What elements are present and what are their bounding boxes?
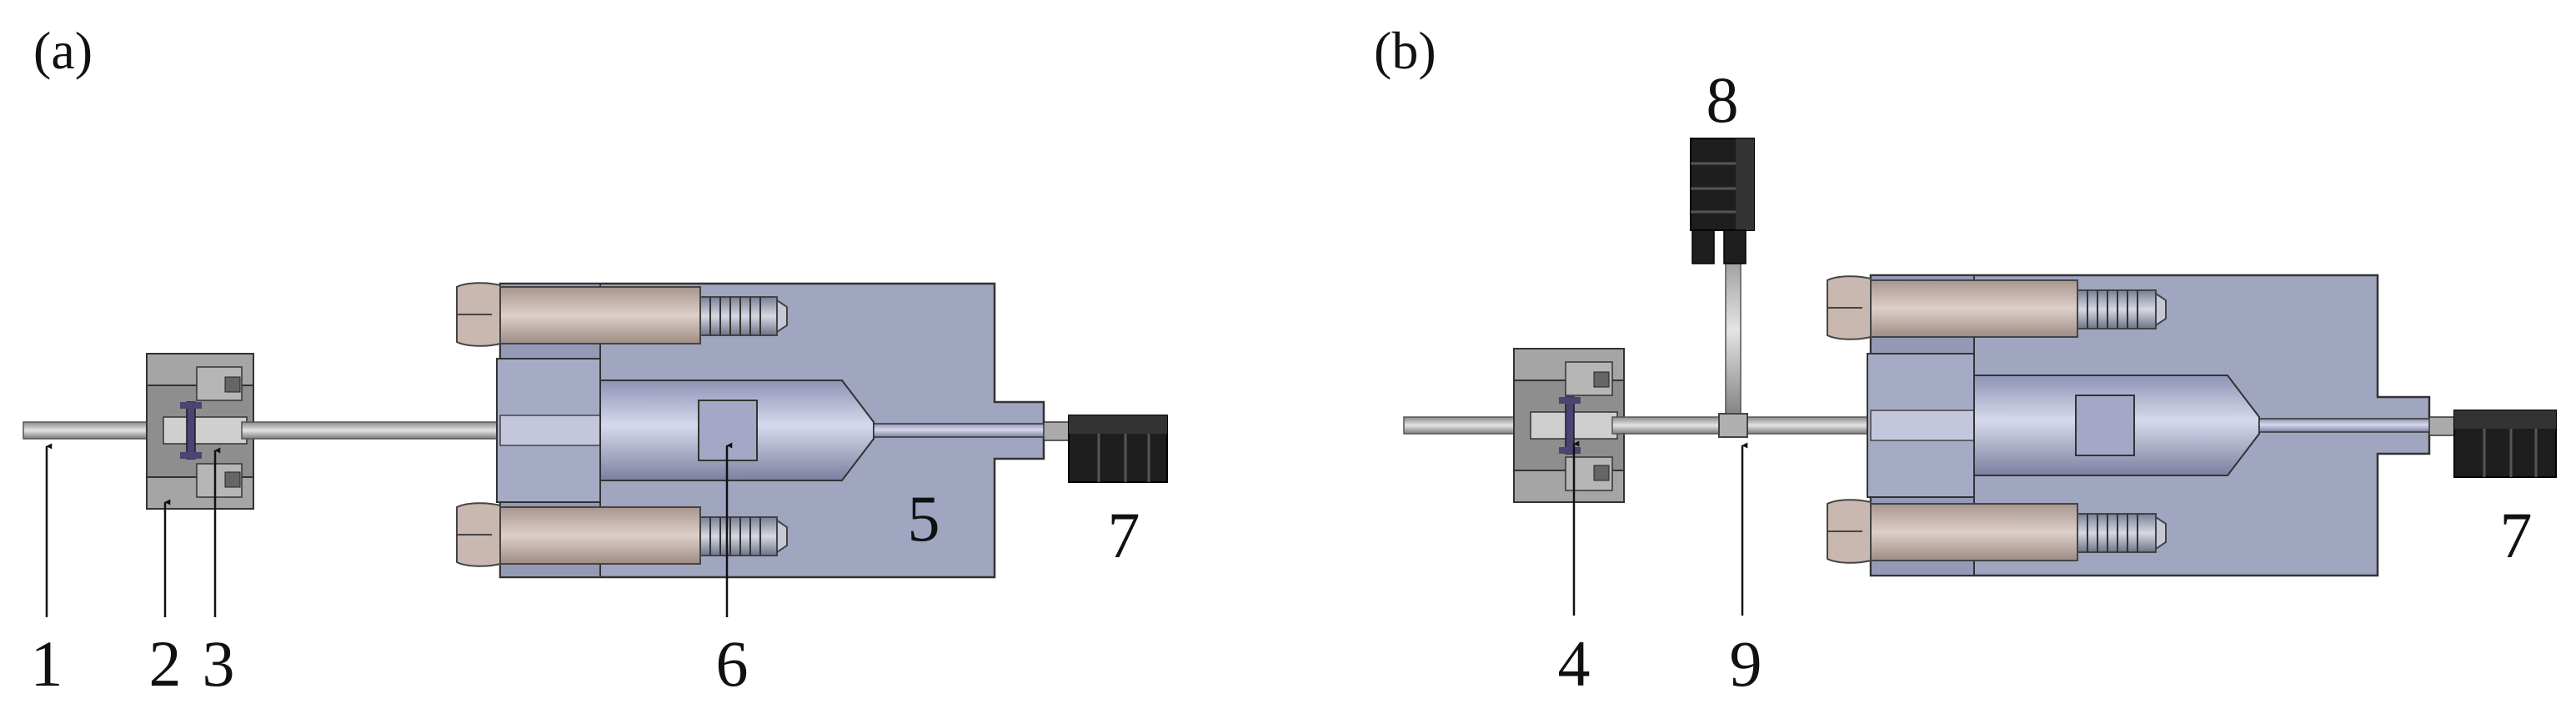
callout-3: 3 [203, 627, 235, 700]
upper-screw [456, 282, 788, 347]
connector-7 [1043, 415, 1168, 483]
panel-a: (a) [23, 21, 1168, 700]
panel-a-leaders [45, 442, 733, 617]
panel-b-leaders [1572, 440, 1748, 616]
callout-4: 4 [1558, 627, 1591, 700]
connecting-tube-b [1611, 416, 1902, 435]
branch-tube [1725, 238, 1742, 423]
connector-8 [1690, 138, 1755, 264]
lower-screw [456, 502, 788, 567]
callout-6: 6 [716, 627, 749, 700]
callout-5: 5 [908, 482, 940, 555]
connecting-tube [241, 421, 534, 440]
inlet-fitting [146, 353, 254, 510]
callout-7b: 7 [2500, 499, 2533, 571]
lower-screw-b [1827, 499, 2167, 564]
callout-8: 8 [1706, 63, 1739, 136]
callout-7a: 7 [1108, 499, 1140, 571]
panel-b-label: (b) [1374, 21, 1436, 80]
panel-b: (b) [1374, 21, 2557, 700]
callout-2: 2 [149, 627, 182, 700]
sample-window-b [2075, 395, 2135, 456]
sample-cylinder-b [1973, 375, 2431, 476]
upper-screw-b [1827, 275, 2167, 340]
window-3 [180, 401, 202, 460]
window-4 [1559, 396, 1581, 455]
tee-junction-9 [1718, 413, 1748, 438]
callout-9: 9 [1730, 627, 1762, 700]
callout-1: 1 [31, 627, 63, 700]
inlet-tube-b [1403, 416, 1530, 435]
connector-7b [2428, 410, 2557, 478]
panel-a-label: (a) [33, 21, 93, 80]
